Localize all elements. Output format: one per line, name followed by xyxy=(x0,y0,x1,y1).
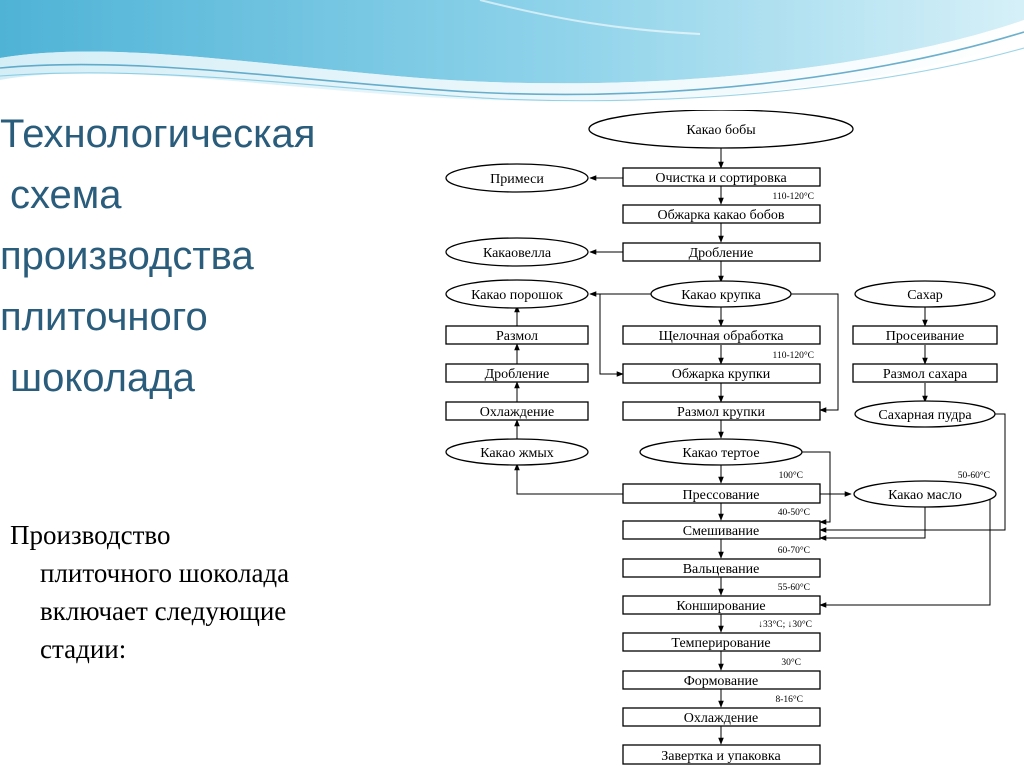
title-line: Технологическая xyxy=(0,112,316,156)
node-label: Охлаждение xyxy=(480,405,555,420)
diagram-node: Размол xyxy=(445,325,589,345)
title-line: плиточного xyxy=(0,295,208,339)
diagram-node: Дробление xyxy=(622,242,821,262)
node-label: Дробление xyxy=(689,246,754,261)
diagram-node: Какаовелла xyxy=(445,237,589,267)
node-label: Какао крупка xyxy=(681,288,761,303)
diagram-node: Смешивание xyxy=(622,520,821,540)
temperature-label: 110-120°C xyxy=(773,350,814,361)
process-flow-diagram: Какао бобы Примеси Очистка и сортировка … xyxy=(445,110,1006,765)
diagram-node: Сахарная пудра xyxy=(854,400,996,428)
diagram-node: Примеси xyxy=(445,163,589,193)
diagram-node: Какао бобы xyxy=(588,110,854,149)
temperature-label: 8-16°C xyxy=(775,694,803,705)
temperature-label: 50-60°C xyxy=(958,470,990,481)
diagram-node: Какао крупка xyxy=(650,280,792,308)
node-label: Дробление xyxy=(485,367,550,382)
diagram-node: Щелочная обработка xyxy=(622,325,821,345)
diagram-node: Вальцевание xyxy=(622,558,821,578)
diagram-node: Прессование xyxy=(622,483,821,504)
body-line: стадии: xyxy=(40,634,127,664)
diagram-node: Какао порошок xyxy=(445,279,589,309)
node-label: Сахарная пудра xyxy=(878,408,972,423)
body-line: плиточного шоколада xyxy=(40,558,290,588)
node-label: Прессование xyxy=(683,488,760,503)
temperature-label: 40-50°C xyxy=(778,507,810,518)
temperature-label: ↓33°C; ↓30°C xyxy=(758,619,812,630)
diagram-node: Обжарка какао бобов xyxy=(622,204,821,224)
node-label: Какао масло xyxy=(888,488,962,503)
diagram-connectors xyxy=(514,148,1006,745)
node-label: Формование xyxy=(684,674,759,689)
temperature-label: 110-120°C xyxy=(773,191,814,202)
node-label: Какаовелла xyxy=(483,246,552,261)
decorative-wave-header xyxy=(0,0,1024,115)
diagram-node: Охлаждение xyxy=(445,401,589,421)
slide-title: Технологическая схема производства плито… xyxy=(0,104,315,409)
diagram-node: Сахар xyxy=(854,280,996,308)
temperature-label: 30°C xyxy=(781,657,801,668)
node-label: Просеивание xyxy=(886,329,964,344)
node-label: Обжарка крупки xyxy=(672,367,771,382)
node-label: Очистка и сортировка xyxy=(655,171,787,186)
node-label: Примеси xyxy=(490,172,544,187)
node-label: Размол крупки xyxy=(677,405,765,420)
node-label: Смешивание xyxy=(683,524,760,539)
diagram-node: Охлаждение xyxy=(622,707,821,727)
diagram-node: Размол сахара xyxy=(852,363,998,383)
diagram-node: Размол крупки xyxy=(622,401,821,421)
temperature-label: 60-70°C xyxy=(778,545,810,556)
diagram-node: Просеивание xyxy=(852,325,998,345)
node-label: Темперирование xyxy=(671,636,770,651)
diagram-node: Какао жмых xyxy=(445,438,589,466)
node-label: Сахар xyxy=(907,288,943,303)
diagram-node: Очистка и сортировка xyxy=(622,167,821,187)
node-label: Щелочная обработка xyxy=(659,329,785,344)
title-line: шоколада xyxy=(10,356,195,400)
node-label: Какао порошок xyxy=(471,288,563,303)
title-line: схема xyxy=(10,173,122,217)
node-label: Вальцевание xyxy=(683,562,760,577)
diagram-node: Дробление xyxy=(445,363,589,383)
diagram-node: Завертка и упаковка xyxy=(622,744,821,765)
node-label: Размол xyxy=(496,329,538,344)
body-line: Производство xyxy=(10,520,171,550)
diagram-node: Конширование xyxy=(622,595,821,615)
diagram-node: Какао масло xyxy=(853,480,997,508)
temperature-label: 55-60°C xyxy=(778,582,810,593)
slide-body-text: Производство плиточного шоколада включае… xyxy=(10,516,289,668)
node-label: Какао бобы xyxy=(686,123,756,138)
diagram-node: Обжарка крупки xyxy=(622,363,821,384)
node-label: Охлаждение xyxy=(684,711,759,726)
diagram-node: Какао тертое xyxy=(639,438,803,466)
body-line: включает следующие xyxy=(40,596,287,626)
node-label: Обжарка какао бобов xyxy=(657,208,784,223)
title-line: производства xyxy=(0,234,254,278)
node-label: Завертка и упаковка xyxy=(661,749,781,764)
node-label: Какао жмых xyxy=(480,446,554,461)
temperature-label: 100°C xyxy=(779,470,803,481)
node-label: Размол сахара xyxy=(883,367,968,382)
node-label: Конширование xyxy=(676,599,765,614)
node-label: Какао тертое xyxy=(682,446,759,461)
diagram-node: Темперирование xyxy=(622,632,821,652)
diagram-node: Формование xyxy=(622,670,821,690)
